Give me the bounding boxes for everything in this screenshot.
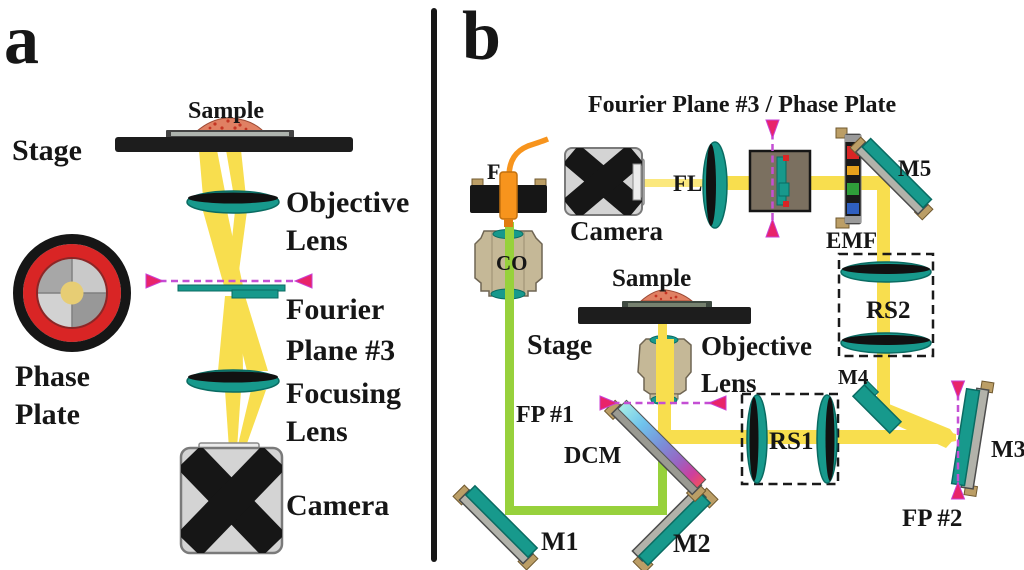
relay-system-rs2 [837,252,935,358]
focal-plane-marker-phase-plate [765,119,780,238]
label-objective-lens-a: Objective Lens [286,186,410,258]
sample-a-speckles [208,119,248,131]
stage-bar-b [578,307,751,324]
mirror-m5 [849,136,934,221]
dichroic-mirror-dcm [603,399,707,503]
label-fourier-plane-a: Fourier Plane #3 [286,293,396,367]
camera-a [179,442,284,555]
label-fp1: FP #1 [516,402,574,428]
label-phase-plate-a: Phase Plate [15,360,90,432]
label-sample-b: Sample [612,265,692,292]
mirror-m3 [950,380,995,498]
camera-b-x-icon [565,148,642,215]
label-m5: M5 [898,156,932,181]
focal-plane-marker-fp2 [950,380,966,500]
label-m3: M3 [991,437,1024,463]
phase-plate-a [13,234,131,352]
sample-b-shape [639,289,694,302]
label-dcm: DCM [564,443,622,469]
label-emf: EMF [826,228,878,253]
stage-bar-a [115,137,353,152]
camera-b [564,147,645,216]
fiber-connector [499,171,518,220]
stage-a [115,117,353,152]
label-sample-a: Sample [188,98,265,124]
label-camera-b: Camera [570,216,663,246]
fiber-cable [506,136,550,178]
label-stage-b: Stage [527,330,593,361]
focusing-lens-a [186,369,280,393]
mirror-m4 [851,380,903,435]
label-m4: M4 [838,365,869,389]
focal-plane-marker-a [145,273,313,289]
panel-a-beams [199,150,268,449]
panel-b-title: Fourier Plane #3 / Phase Plate [588,92,897,118]
fiber-assembly [470,136,550,227]
objective-lens-a [186,190,280,214]
emission-filter-emf [835,127,862,229]
label-camera-a: Camera [286,489,390,522]
label-rs2: RS2 [866,297,911,324]
label-focusing-lens-a: Focusing Lens [286,377,402,449]
label-fiber-f: F [487,159,501,184]
phase-plate-assembly-b [748,149,812,213]
label-objective-lens-b: Objective Lens [701,331,812,398]
label-co: CO [496,251,528,275]
label-m2: M2 [673,529,711,558]
panel-a-letter: a [4,2,39,79]
label-stage-a: Stage [12,134,82,167]
label-fl: FL [673,171,703,196]
label-rs1: RS1 [769,428,814,455]
fourier-plane-bar-a [177,284,286,299]
panel-b-letter: b [462,0,501,75]
mirror-m1 [452,484,539,570]
stage-b [578,289,751,324]
label-m1: M1 [541,527,579,556]
sample-b-speckles [654,291,678,301]
panel-divider [431,8,437,562]
fl-lens [702,141,728,229]
focal-plane-marker-fp1 [599,395,727,411]
label-fp2: FP #2 [902,505,963,532]
camera-a-x-icon [181,448,282,553]
relay-system-rs1 [740,392,840,486]
